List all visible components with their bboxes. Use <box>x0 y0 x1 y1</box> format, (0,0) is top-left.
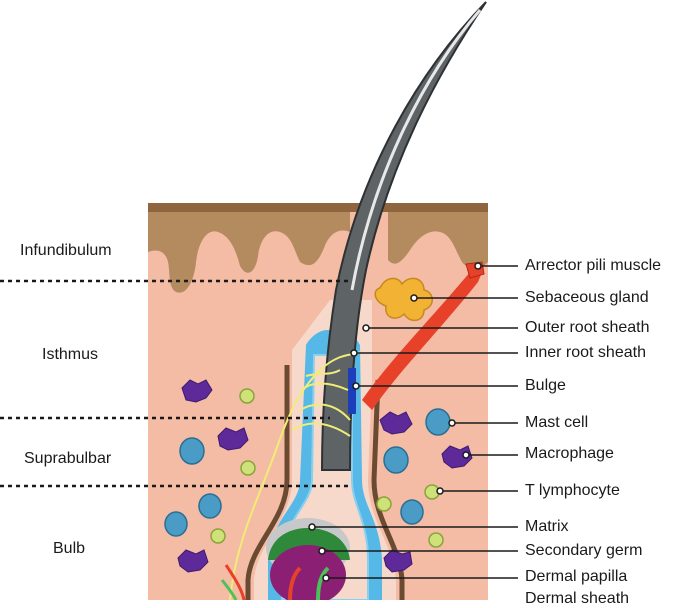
leader-lines <box>308 262 518 582</box>
vessel-green <box>220 579 238 600</box>
mast-cells <box>164 408 451 537</box>
callout-dermal-sheath: Dermal sheath <box>525 590 630 607</box>
vessel-red <box>224 564 246 600</box>
region-separators <box>0 279 350 488</box>
callout-outer-root-sheath: Outer root sheath <box>525 319 650 336</box>
callout-macrophage: Macrophage <box>525 445 614 462</box>
callout-arrector-pili-muscle: Arrector pili muscle <box>525 257 662 274</box>
region-label-isthmus: Isthmus <box>42 346 99 363</box>
callout-bulge: Bulge <box>525 377 566 394</box>
hair-shaft-highlight <box>350 9 482 291</box>
bulge-marker <box>348 368 356 414</box>
sebaceous-gland <box>374 277 433 322</box>
callout-dermal-papilla: Dermal papilla <box>525 568 628 585</box>
region-label-infundibulum: Infundibulum <box>20 242 112 259</box>
macrophage-cells <box>177 379 473 573</box>
epidermis-top <box>148 203 488 212</box>
epidermis-left <box>148 203 350 293</box>
t-lymphocytes <box>210 388 444 548</box>
callout-secondary-germ: Secondary germ <box>525 542 643 559</box>
callout-sebaceous-gland: Sebaceous gland <box>525 289 649 306</box>
callout-matrix: Matrix <box>525 518 569 535</box>
region-label-suprabulbar: Suprabulbar <box>24 450 112 467</box>
callout-inner-root-sheath: Inner root sheath <box>525 344 646 361</box>
nerve-fibers <box>229 351 361 600</box>
arrector-pili-muscle <box>362 268 484 410</box>
region-label-bulb: Bulb <box>53 540 86 557</box>
papilla-vessel-red <box>288 566 302 600</box>
callout-mast-cell: Mast cell <box>525 414 589 431</box>
hair-shaft <box>320 1 487 471</box>
callout-t-lymphocyte: T lymphocyte <box>525 482 620 499</box>
dermal-papilla <box>270 545 346 600</box>
dermal-sheath <box>245 365 405 600</box>
papilla-vessel-green <box>316 566 330 600</box>
epidermis <box>148 203 488 269</box>
